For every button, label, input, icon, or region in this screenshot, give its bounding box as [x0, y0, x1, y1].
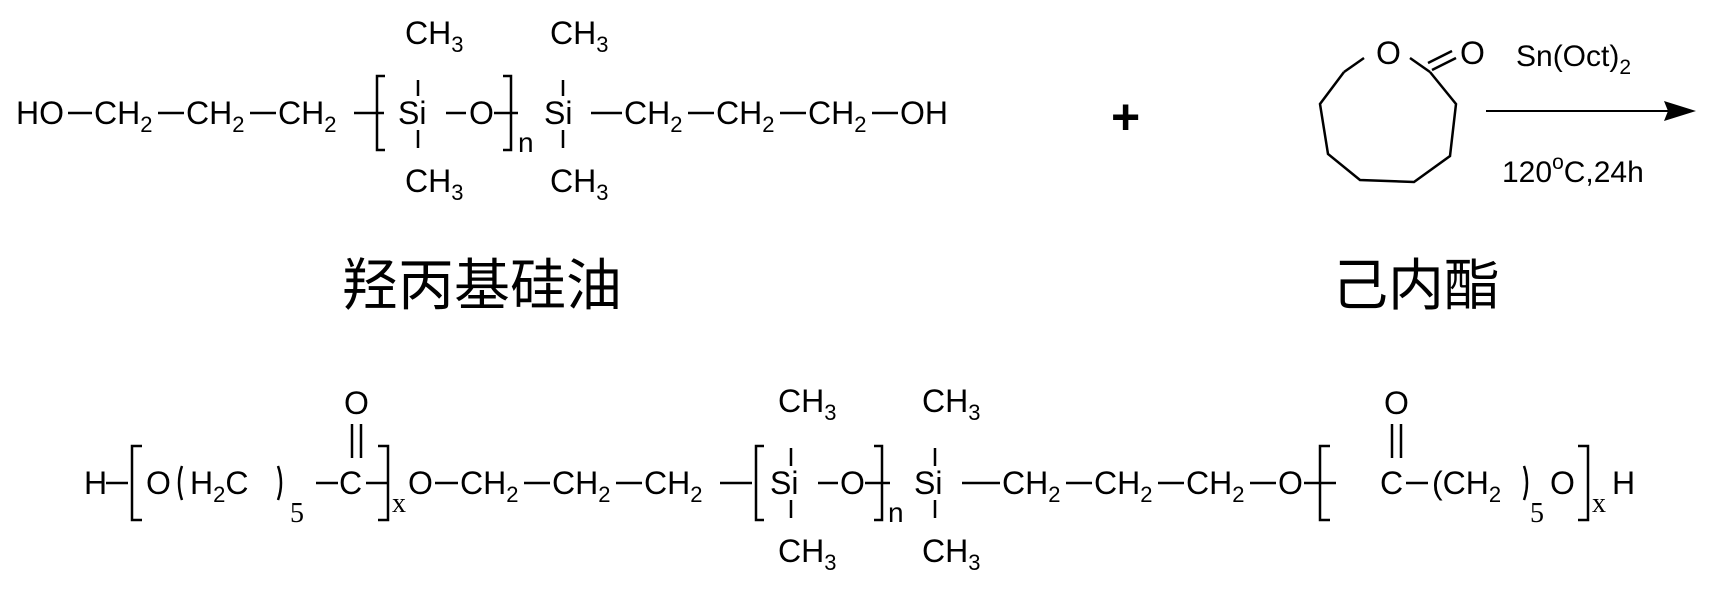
- atom-o-repeat: O: [469, 95, 494, 131]
- bracket-left-3: [1318, 444, 1330, 522]
- group-ch2-3: CH2: [278, 95, 336, 137]
- carbonyl-bond-a: [1431, 56, 1457, 72]
- subscript-5-left: 5: [290, 498, 304, 529]
- plus-sign: +: [1111, 89, 1140, 145]
- product-o-repeat: O: [840, 465, 865, 501]
- product-ch2-5: CH2: [1094, 465, 1152, 507]
- group-ch3-bottom-2: CH3: [550, 163, 608, 205]
- atom-c-carbonyl-right: C: [1380, 465, 1403, 501]
- carbonyl-bond-b: [1427, 49, 1453, 65]
- catalyst-label: Sn(Oct)2: [1516, 40, 1631, 79]
- product-ch2-4: CH2: [1002, 465, 1060, 507]
- group-paren-ch2: (CH2: [1432, 465, 1501, 507]
- atom-h-right: H: [1612, 465, 1635, 501]
- hydroxypropyl-silicone-oil: HO CH2 CH2 CH2 Si CH3 CH3 O n Si CH3 CH3…: [16, 15, 948, 205]
- group-ch2-6: CH2: [808, 95, 866, 137]
- paren-right: [276, 465, 283, 501]
- atom-si-end: Si: [544, 95, 572, 131]
- ring-bonds: [1318, 71, 1458, 184]
- bond: [1409, 56, 1431, 74]
- product-structure: H O H2C 5 C O x O CH2 CH2 CH2 Si CH3 CH3…: [84, 383, 1635, 575]
- product-si-repeat: Si: [770, 465, 798, 501]
- group-ch3-bottom: CH3: [405, 163, 463, 205]
- repeat-bracket-right: [503, 74, 513, 152]
- label-caprolactone: 己内酯: [1332, 254, 1500, 319]
- atom-ho: HO: [16, 95, 64, 131]
- caprolactone-structure: O O: [1318, 35, 1485, 184]
- product-ch3-bottom-1: CH3: [778, 533, 836, 575]
- bracket-left-1: [130, 444, 142, 522]
- atom-carbonyl-o-left: O: [344, 385, 369, 421]
- atom-si-repeat: Si: [398, 95, 426, 131]
- subscript-x-right: x: [1592, 488, 1606, 519]
- label-hydroxypropyl-silicone-oil: 羟丙基硅油: [342, 254, 622, 319]
- reaction-conditions: Sn(Oct)2 120oC,24h: [1486, 40, 1696, 189]
- reaction-arrow-head: [1664, 101, 1696, 121]
- group-ch2-1: CH2: [94, 95, 152, 137]
- group-ch2-4: CH2: [624, 95, 682, 137]
- bracket-right-2: [874, 444, 884, 522]
- repeat-bracket-left: [375, 74, 385, 152]
- atom-carbonyl-o-right: O: [1384, 385, 1409, 421]
- atom-ring-o: O: [1376, 35, 1401, 71]
- product-ch2-6: CH2: [1186, 465, 1244, 507]
- bracket-right-3: [1578, 444, 1590, 522]
- product-ch3-bottom-2: CH3: [922, 533, 980, 575]
- group-ch2-2: CH2: [186, 95, 244, 137]
- bond: [1343, 56, 1365, 74]
- group-ch3-top-2: CH3: [550, 15, 608, 57]
- product-ch3-top-1: CH3: [778, 383, 836, 425]
- atom-c-carbonyl-left: C: [339, 465, 362, 501]
- atom-carbonyl-o: O: [1460, 35, 1485, 71]
- product-si-end: Si: [914, 465, 942, 501]
- product-subscript-n: n: [888, 497, 904, 528]
- subscript-n: n: [518, 127, 534, 158]
- bracket-right-1: [378, 444, 390, 522]
- product-ch2-3: CH2: [644, 465, 702, 507]
- atom-o-right: O: [1550, 465, 1575, 501]
- group-h2c: H2C: [190, 465, 248, 507]
- atom-o-left: O: [146, 465, 171, 501]
- atom-h-left: H: [84, 465, 107, 501]
- temperature-time-label: 120oC,24h: [1502, 151, 1644, 189]
- subscript-x-left: x: [392, 488, 406, 519]
- product-ch3-top-2: CH3: [922, 383, 980, 425]
- group-ch2-5: CH2: [716, 95, 774, 137]
- product-o-link-right: O: [1278, 465, 1303, 501]
- atom-o-link-left: O: [408, 465, 433, 501]
- subscript-5-right: 5: [1530, 498, 1544, 529]
- product-ch2-1: CH2: [460, 465, 518, 507]
- paren-right-2: [1522, 465, 1529, 501]
- product-ch2-2: CH2: [552, 465, 610, 507]
- paren-left: [177, 465, 184, 501]
- group-ch3-top: CH3: [405, 15, 463, 57]
- atom-oh: OH: [900, 95, 948, 131]
- bracket-left-2: [754, 444, 764, 522]
